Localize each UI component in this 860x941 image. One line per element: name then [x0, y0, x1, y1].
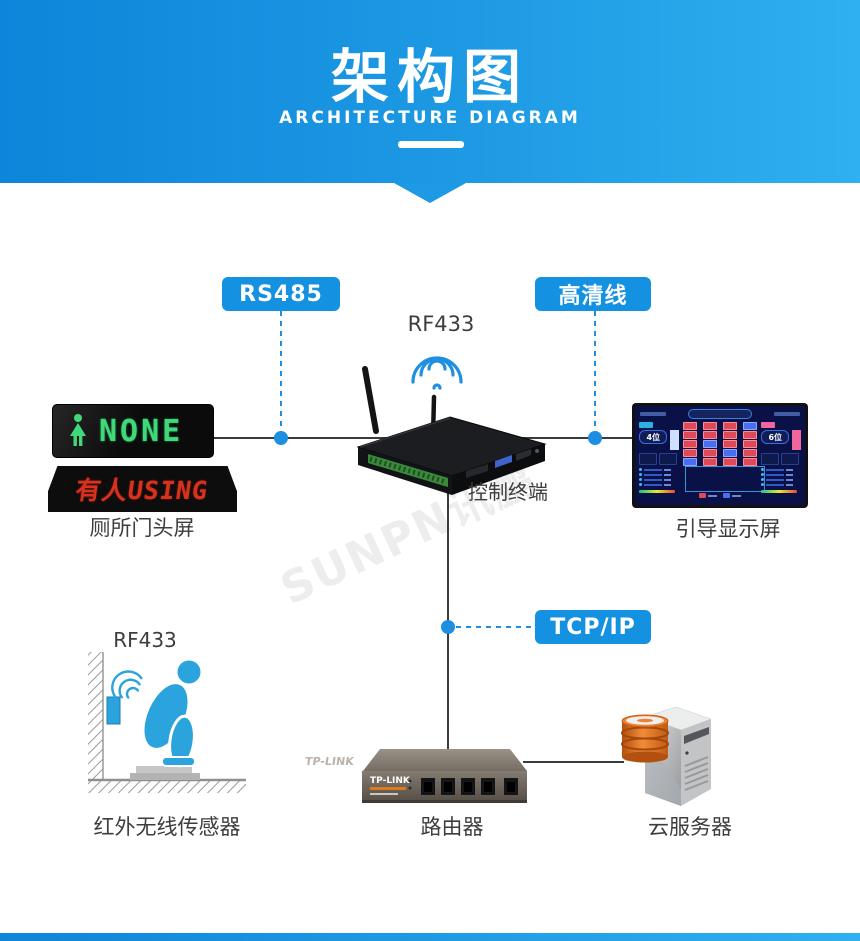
stall-cell [683, 440, 697, 448]
junction-dots [274, 431, 602, 634]
stall-cell [743, 458, 757, 466]
rf433-sensor-label: RF433 [113, 628, 177, 652]
women-gauge-bar [761, 490, 797, 493]
stall-column [683, 422, 697, 466]
stall-cell [743, 422, 757, 430]
rf433-label: RF433 [407, 312, 475, 336]
stall-cell [703, 440, 717, 448]
stall-cell [723, 440, 737, 448]
stall-column [703, 422, 717, 466]
svg-text:TP-LINK: TP-LINK [304, 755, 355, 768]
men-panel: 4位 [639, 422, 679, 502]
led-person-icon [70, 414, 86, 446]
stall-cell [723, 449, 737, 457]
men-gauge-bar [639, 490, 675, 493]
router-label: 路由器 [420, 815, 484, 839]
men-label-chip [639, 422, 653, 428]
control-terminal-device [356, 366, 547, 495]
men-count: 4位 [639, 430, 668, 444]
stall-cell [703, 458, 717, 466]
cloud-server-device [621, 706, 712, 806]
sensor-label: 红外无线传感器 [93, 815, 241, 839]
stall-cell [723, 422, 737, 430]
stall-cell [723, 431, 737, 439]
stall-cell [743, 449, 757, 457]
stall-cell [743, 440, 757, 448]
guide-display-screen: 4位 6位 [632, 403, 808, 508]
platform-top [136, 766, 192, 773]
page-subtitle: ARCHITECTURE DIAGRAM [279, 108, 581, 128]
wall-hatch [88, 652, 103, 792]
stall-cell [743, 431, 757, 439]
database-icon [621, 714, 669, 763]
women-count: 6位 [761, 430, 790, 444]
wall-sensor [106, 696, 121, 725]
door-led-vacant: NONE [52, 404, 214, 458]
women-person-icon [792, 430, 801, 450]
stall-cell [723, 458, 737, 466]
stall-cell [703, 449, 717, 457]
men-person-icon [670, 430, 679, 450]
banner-pointer-triangle [394, 183, 466, 203]
squatting-person [144, 657, 204, 768]
floor-hatch [88, 780, 246, 793]
guide-screen-content: 4位 6位 [635, 406, 805, 505]
terminal-serial-port [516, 449, 531, 461]
terminal-vga-port [495, 455, 512, 468]
cloud-server-label: 云服务器 [648, 815, 732, 839]
header-banner: 架构图 ARCHITECTURE DIAGRAM [0, 0, 860, 183]
women-panel: 6位 [761, 422, 801, 502]
screen-time-chip [774, 412, 800, 416]
hd-cable-badge: 高清线 [535, 277, 651, 311]
platform-base [130, 773, 200, 780]
router-device: TP-LINK TP-LINK [304, 749, 527, 803]
screen-header [638, 409, 802, 419]
stall-grid [683, 422, 757, 466]
stall-cell [683, 458, 697, 466]
door-screen-label: 厕所门头屏 [89, 516, 195, 540]
wifi-icon [411, 356, 463, 390]
page-title: 架构图 [330, 43, 529, 111]
server-drive-bay [684, 727, 709, 744]
corridor-outline [685, 466, 765, 492]
door-led-occupied: 有人USING [48, 466, 237, 512]
led-occupied-text: 有人USING [74, 476, 211, 505]
junction-dot-left [274, 431, 288, 445]
led-vacant-text: NONE [99, 413, 184, 449]
legend-occupied-chip [699, 493, 706, 498]
junction-dot-right [588, 431, 602, 445]
stall-cell [683, 422, 697, 430]
guide-screen-label: 引导显示屏 [675, 517, 781, 541]
dashed-connectors [280, 311, 596, 628]
router-ports [421, 778, 518, 795]
title-underline [398, 141, 464, 148]
floor-map [683, 422, 767, 494]
control-terminal-label: 控制终端 [468, 480, 548, 504]
tcpip-badge: TCP/IP [535, 610, 651, 644]
stall-cell [683, 431, 697, 439]
women-label-chip [761, 422, 775, 428]
legend-vacant-chip [723, 493, 730, 498]
map-legend [699, 493, 741, 498]
router-top-face [363, 749, 527, 771]
footer-bar [0, 933, 860, 941]
stall-column [723, 422, 737, 466]
junction-dot-tcpip [441, 620, 455, 634]
stall-cell [683, 449, 697, 457]
sensor-wifi-icon [111, 670, 143, 699]
sensor-scene [88, 652, 246, 793]
screen-title-pill [688, 409, 752, 419]
stall-column [743, 422, 757, 466]
antenna-left [362, 366, 379, 434]
stall-cell [703, 431, 717, 439]
rs485-badge: RS485 [222, 277, 340, 311]
router-brand-text: TP-LINK [370, 776, 411, 786]
stall-cell [703, 422, 717, 430]
screen-date-chip [640, 412, 666, 416]
